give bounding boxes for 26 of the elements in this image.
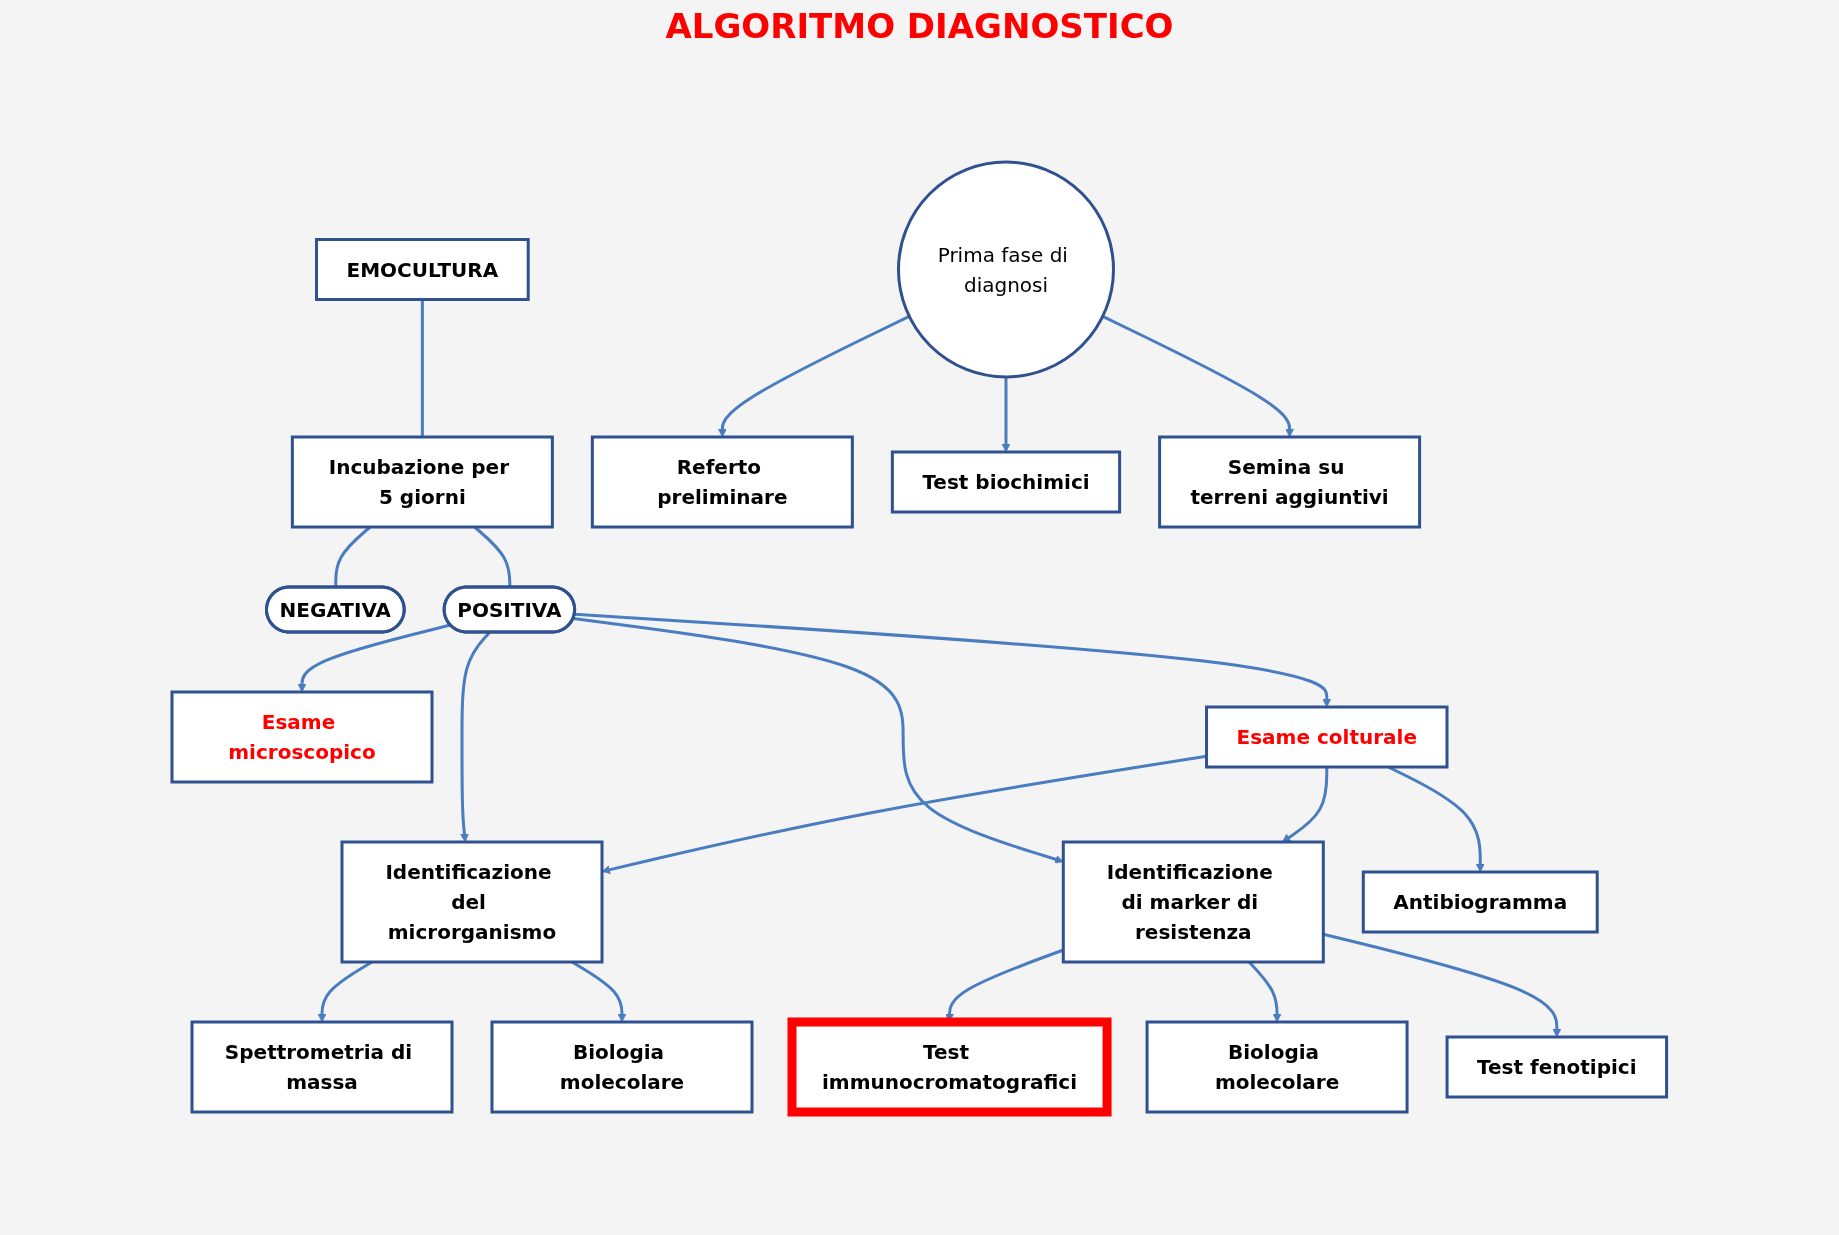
arrow (1323, 932, 1562, 1038)
node-box: Incubazione per 5 giorni (291, 435, 555, 529)
diagram-title: ALGORITMO DIAGNOSTICO (664, 6, 1175, 46)
arrow (297, 623, 451, 693)
node-box: Esame colturale (1205, 705, 1449, 769)
node-box: Spettrometria di massa (190, 1020, 454, 1114)
node-box: Identificazione di marker di resistenza (1062, 840, 1325, 964)
node-circle: Prima fase di diagnosi (897, 160, 1116, 379)
node-box: Biologia molecolare (1145, 1020, 1409, 1114)
arrow (718, 315, 911, 438)
arrow (574, 612, 1332, 708)
node-box: Referto preliminare (591, 435, 855, 529)
node-box: Test biochimici (891, 450, 1122, 514)
node-box: Semina su terreni aggiuntivi (1158, 435, 1422, 529)
arrow (1001, 377, 1011, 453)
node-box: Antibiogramma (1362, 870, 1599, 934)
node-box: Biologia molecolare (490, 1020, 754, 1114)
arrow (1282, 767, 1329, 843)
node-box: EMOCULTURA (315, 238, 530, 301)
node-box: Identificazione del microrganismo (340, 840, 604, 964)
node-box: Test immunocromatografici (787, 1017, 1112, 1117)
arrow (1102, 315, 1295, 438)
node-box: Test fenotipici (1445, 1035, 1669, 1099)
node-box: Esame microscopico (170, 690, 434, 784)
arrow (573, 617, 1064, 864)
connector (421, 299, 425, 437)
